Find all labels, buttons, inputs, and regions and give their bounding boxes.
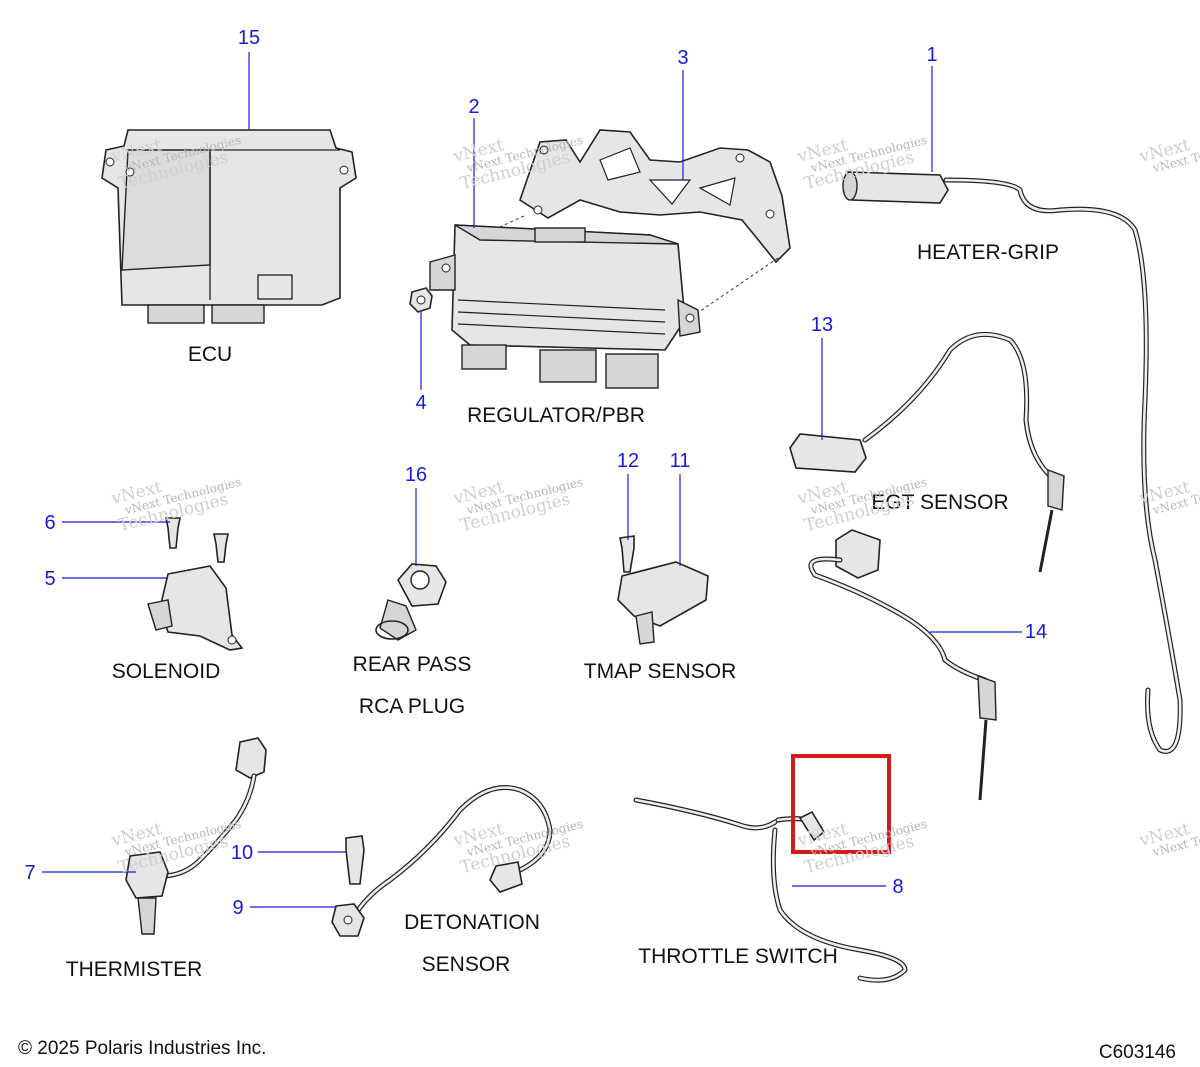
rca-plug-label: RCA PLUG bbox=[358, 695, 466, 718]
callout-13: 13 bbox=[810, 314, 834, 336]
thermister-part bbox=[125, 737, 267, 935]
callout-10: 10 bbox=[230, 842, 254, 864]
heater-grip-label: HEATER-GRIP bbox=[917, 241, 1059, 264]
solenoid-part bbox=[147, 517, 244, 651]
tmap-sensor-label: TMAP SENSOR bbox=[583, 660, 737, 683]
egt-sensor-2-part bbox=[808, 529, 997, 801]
callout-12: 12 bbox=[616, 450, 640, 472]
callout-11: 11 bbox=[669, 450, 691, 472]
callout-1: 1 bbox=[926, 44, 938, 66]
heater-grip-part bbox=[842, 171, 1183, 754]
tmap-sensor-part bbox=[617, 535, 709, 645]
thermister-label: THERMISTER bbox=[65, 958, 203, 981]
callout-8: 8 bbox=[892, 876, 904, 898]
callout-6: 6 bbox=[44, 512, 56, 534]
regulator-label: REGULATOR/PBR bbox=[467, 404, 645, 427]
callout-4: 4 bbox=[415, 392, 427, 414]
highlight-box bbox=[791, 754, 891, 854]
egt-sensor-part bbox=[789, 331, 1065, 573]
solenoid-label: SOLENOID bbox=[111, 660, 221, 683]
rca-plug-part bbox=[375, 563, 447, 641]
ecu-label: ECU bbox=[187, 343, 233, 366]
throttle-switch-label: THROTTLE SWITCH bbox=[638, 945, 838, 968]
copyright-text: © 2025 Polaris Industries Inc. bbox=[18, 1038, 267, 1059]
callout-5: 5 bbox=[44, 568, 56, 590]
callout-15: 15 bbox=[237, 27, 261, 49]
nut-part bbox=[409, 287, 433, 313]
bracket-part bbox=[479, 129, 791, 319]
regulator-part bbox=[429, 224, 701, 389]
callout-16: 16 bbox=[404, 464, 428, 486]
callout-3: 3 bbox=[677, 47, 689, 69]
callout-14: 14 bbox=[1024, 621, 1048, 643]
callout-9: 9 bbox=[232, 897, 244, 919]
callout-2: 2 bbox=[468, 96, 480, 118]
sensor-label: SENSOR bbox=[421, 953, 511, 976]
rear-pass-label: REAR PASS bbox=[352, 653, 472, 676]
detonation-label: DETONATION bbox=[404, 911, 540, 934]
leader-lines bbox=[42, 52, 1022, 908]
ecu-part bbox=[101, 129, 357, 324]
throttle-switch-part bbox=[633, 797, 908, 983]
figure-code: C603146 bbox=[1098, 1042, 1176, 1063]
callout-7: 7 bbox=[24, 862, 36, 884]
egt-sensor-label: EGT SENSOR bbox=[871, 491, 1009, 514]
detonation-sensor-part bbox=[331, 785, 553, 937]
